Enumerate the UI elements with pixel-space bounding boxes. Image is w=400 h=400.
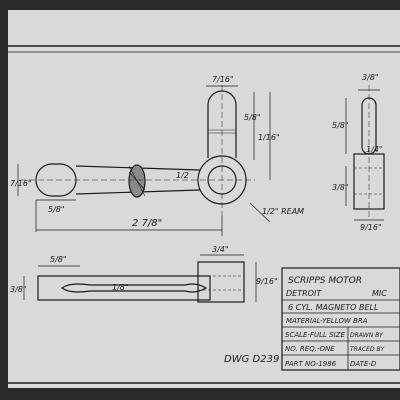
title-line-7a: PART NO-1986 [285, 360, 337, 368]
dimension-lines [17, 85, 384, 302]
title-line-4: MATERIAL-YELLOW BRA [286, 317, 368, 325]
title-line-7b: DATE-D [350, 360, 377, 368]
dim-1-8-bottom: 1/8" [112, 283, 129, 292]
dim-7-16-left: 7/16" [10, 179, 32, 188]
dim-3-8-top-right: 3/8" [362, 73, 379, 82]
dim-1-4-right: 1/4" [366, 145, 383, 154]
dim-2-7-8: 2 7/8" [132, 218, 162, 229]
dim-5-8-lower-left: 5/8" [48, 205, 65, 214]
dim-3-8-right: 3/8" [332, 183, 349, 192]
plan-view [20, 85, 255, 215]
dim-3-4-bottom: 3/4" [212, 245, 229, 254]
dim-9-16-right: 9/16" [360, 223, 382, 232]
dimension-labels: 7/16" 3/8" 5/8" 5/8" 1/16" 1/4" 7/16" 1/… [10, 73, 383, 294]
title-block: SCRIPPS MOTOR DETROIT MIC 6 CYL. MAGNETO… [281, 267, 400, 371]
title-line-3: 6 CYL. MAGNETO BELL [288, 303, 378, 312]
dim-9-16-bottom: 9/16" [256, 277, 278, 286]
vertical-arm [207, 90, 237, 158]
dim-12: 1/2 [176, 171, 189, 180]
title-line-5b: DRAWN BY [350, 332, 384, 339]
dim-3-8-bottom-left: 3/8" [10, 285, 27, 294]
bottom-view [37, 261, 245, 303]
title-line-1: SCRIPPS MOTOR [288, 276, 362, 286]
dim-5-8-upper: 5/8" [244, 113, 261, 122]
title-line-6a: NO. REQ.-ONE [285, 345, 335, 353]
title-line-2a: DETROIT [286, 289, 322, 298]
title-line-5a: SCALE-FULL SIZE [285, 331, 345, 339]
dim-7-16-top: 7/16" [212, 75, 234, 84]
right-side-view [353, 85, 385, 220]
dim-1-16-upper: 1/16" [258, 133, 280, 142]
dwg-number: DWG D239 [224, 354, 279, 365]
dim-5-8-right: 5/8" [332, 121, 349, 130]
ream-note: 1/2" REAM [262, 207, 304, 216]
title-line-2b: MIC [372, 289, 387, 298]
dim-5-8-bottom: 5/8" [50, 255, 67, 264]
title-line-6b: TRACED BY [350, 346, 385, 353]
drawing-paper [8, 10, 400, 388]
